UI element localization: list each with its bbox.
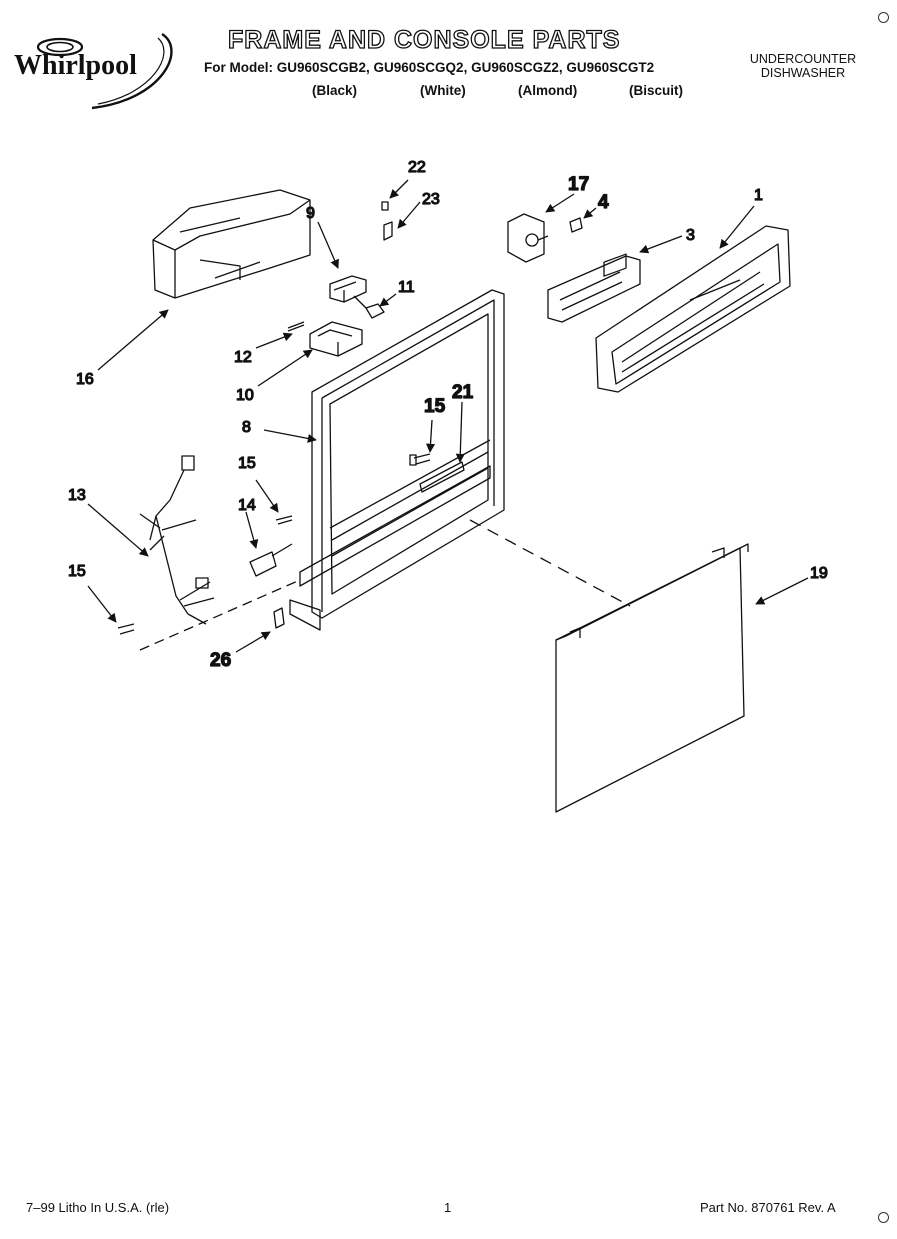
page-title: FRAME AND CONSOLE PARTS [227,25,621,54]
color-biscuit: (Biscuit) [629,83,683,98]
color-white: (White) [420,83,466,98]
callout-14: 14 [238,497,256,514]
callout-12: 12 [234,349,252,366]
callout-15-left: 15 [238,455,256,472]
part-3-display-panel [547,253,641,323]
callout-19: 19 [810,565,828,582]
callout-8: 8 [242,419,251,436]
callout-15-frame: 15 [424,396,446,417]
part-10-bracket [309,321,363,357]
callout-3: 3 [686,227,695,244]
callout-9: 9 [306,205,315,222]
part-22-clip [381,201,389,211]
part-15-screw-bottom [117,623,135,635]
color-almond: (Almond) [518,83,578,98]
callout-15-bottom: 15 [68,563,86,580]
part-14-switch [249,543,293,577]
callout-13: 13 [68,487,86,504]
leader-lines [87,179,809,653]
whirlpool-logo: Whirlpool [12,30,184,110]
callout-1: 1 [754,187,763,204]
page-number: 1 [444,1200,452,1215]
part-15-screw-frame [409,453,431,466]
part-16-shield [152,189,311,299]
part-19-door-panel [555,543,749,813]
callout-21: 21 [452,382,474,403]
model-line: For Model: GU960SCGB2, GU960SCGQ2, GU960… [204,60,655,75]
part-4-clip [569,217,583,233]
whirlpool-swirl-icon: Whirlpool [14,32,173,110]
part-15-screw-left [275,515,293,525]
part-13-wire-harness [139,455,215,625]
callout-17: 17 [568,174,589,195]
corner-mark-bottom [878,1212,889,1223]
callout-4: 4 [598,192,609,213]
part-23-clip [383,221,393,241]
part-11-switch [353,295,385,319]
footer-litho: 7–99 Litho In U.S.A. (rle) [26,1200,170,1215]
appliance-type: UNDERCOUNTER DISHWASHER [738,52,868,80]
callout-10: 10 [236,387,254,404]
callout-22: 22 [408,159,426,176]
callout-26: 26 [210,650,231,671]
brand-wordmark: Whirlpool [14,50,137,81]
part-8-door-frame [289,289,505,631]
part-number: Part No. 870761 Rev. A [700,1200,836,1215]
part-1-console [595,225,791,393]
corner-mark-top [878,12,889,23]
callout-16: 16 [76,371,94,388]
callout-11: 11 [398,279,415,296]
part-17-knob [507,213,549,263]
part-9-latch [329,275,367,303]
part-26-clip [273,607,285,629]
color-black: (Black) [312,83,358,98]
appliance-line-2: DISHWASHER [760,66,846,80]
part-12-pin [287,321,305,332]
part-21-strip [419,461,465,493]
callout-23: 23 [422,191,440,208]
appliance-line-1: UNDERCOUNTER [749,52,857,66]
